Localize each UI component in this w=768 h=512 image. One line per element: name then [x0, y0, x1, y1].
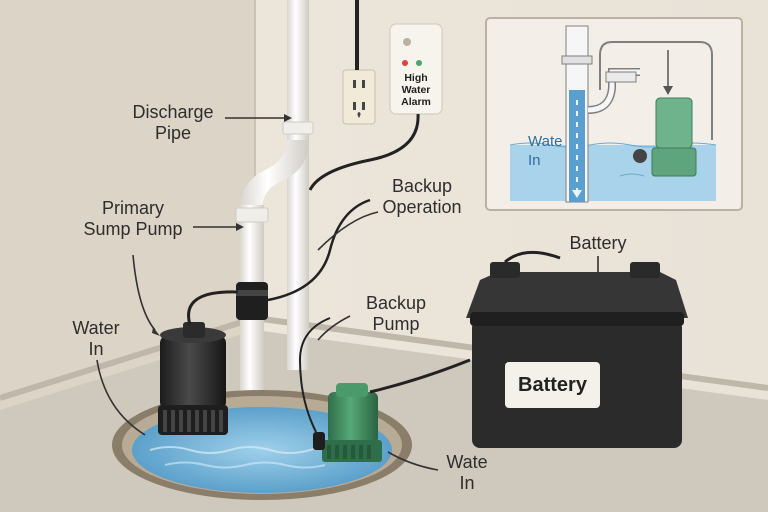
pipe-coupling-top: [282, 121, 314, 135]
backup-pump: [313, 383, 382, 462]
primary-sump-pump: [158, 322, 228, 435]
inset-water-line-1: Wate: [528, 133, 563, 150]
water-in-left-line-2: In: [88, 339, 104, 359]
discharge-line-2: Pipe: [154, 123, 192, 143]
primary-pump-cord: [187, 290, 239, 326]
label-water-in-right: Wate In: [432, 452, 502, 494]
primary-line-1: Primary: [102, 198, 164, 218]
backup-operation-line-2: Operation: [382, 197, 462, 217]
alarm-label: High Water Alarm: [392, 72, 440, 108]
label-water-in-left: Water In: [56, 318, 136, 360]
discharge-line-1: Discharge: [132, 102, 214, 122]
inset-water-line-2: In: [528, 152, 541, 169]
alarm-cable: [308, 113, 420, 191]
primary-line-2: Sump Pump: [83, 219, 183, 239]
alarm-line-3: Alarm: [401, 96, 431, 108]
inset-water-label: Wate In: [528, 132, 562, 170]
label-primary-sump-pump: Primary Sump Pump: [72, 198, 194, 240]
pipe-coupling-mid: [235, 207, 269, 223]
alarm-indicator-icon: [389, 23, 443, 115]
alarm-line-1: High: [404, 72, 428, 84]
leader-lines: [96, 117, 599, 471]
battery-box: [466, 262, 688, 448]
water-in-left-line-1: Water: [72, 318, 120, 338]
alarm-line-2: Water: [401, 84, 431, 96]
pipe-elbow: [240, 140, 309, 210]
discharge-pipe-upper: [287, 0, 309, 370]
inset-diagram: [485, 17, 743, 211]
label-discharge-pipe: Discharge Pipe: [118, 102, 228, 144]
battery-cable: [504, 250, 561, 264]
battery-plate-label: Battery: [518, 374, 587, 396]
outlet-icon: [342, 69, 376, 125]
backup-pump-cable: [369, 358, 471, 394]
water-in-right-line-2: In: [459, 473, 475, 493]
check-valve: [236, 282, 268, 320]
label-battery: Battery: [569, 233, 627, 253]
backup-operation-line-1: Backup: [391, 176, 453, 196]
water-in-right-line-1: Wate: [446, 452, 488, 472]
backup-pump-line-1: Backup: [365, 293, 427, 313]
backup-operation-cable: [267, 198, 371, 302]
backup-pump-line-2: Pump: [372, 314, 420, 334]
label-backup-pump: Backup Pump: [352, 293, 440, 335]
leader-arrows: [152, 114, 292, 336]
label-backup-operation: Backup Operation: [372, 176, 472, 218]
